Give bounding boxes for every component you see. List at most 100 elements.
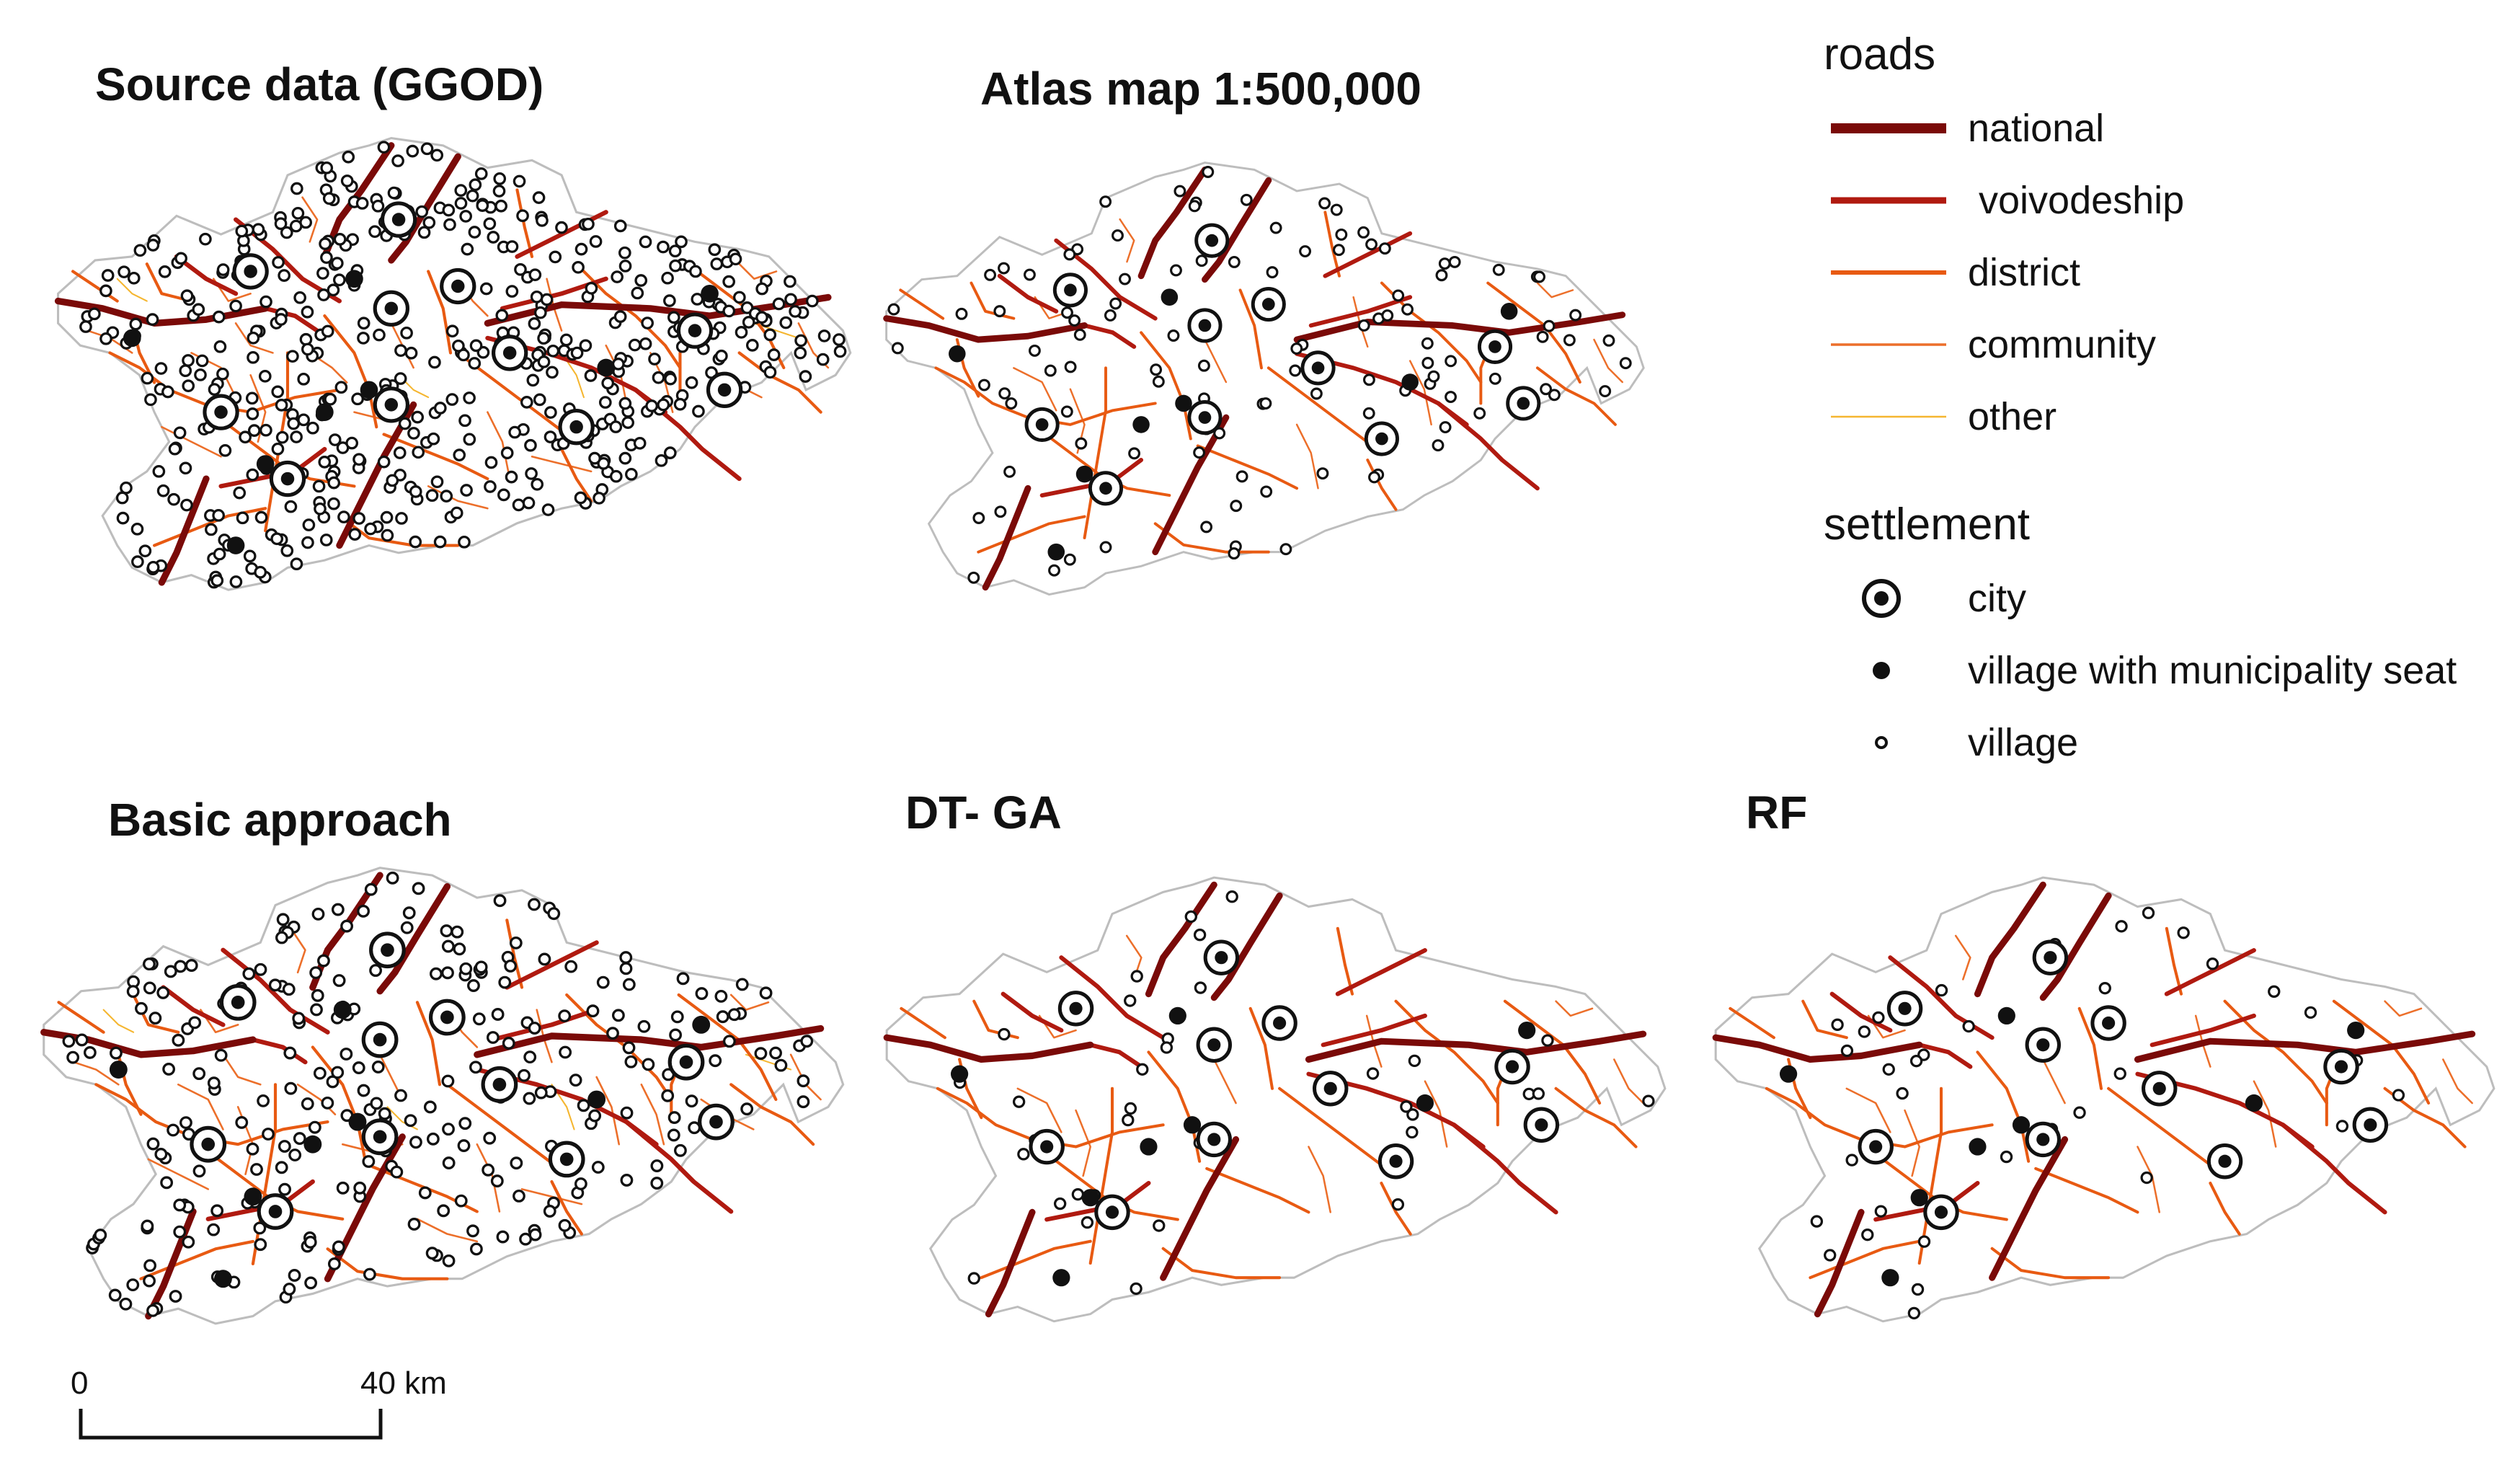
village-marker	[143, 1274, 156, 1288]
city-marker-core	[679, 1055, 693, 1069]
village-marker	[340, 1048, 353, 1061]
village-marker	[461, 242, 474, 256]
village-marker	[441, 966, 454, 980]
community-road	[1845, 1087, 1891, 1133]
village-marker	[331, 1066, 345, 1079]
village-marker	[1119, 273, 1131, 286]
village-marker	[468, 357, 482, 370]
district-road	[550, 1179, 583, 1236]
community-road	[487, 411, 511, 480]
community-road	[1016, 1087, 1062, 1133]
village-marker	[1421, 357, 1434, 369]
voivodeship-road	[2281, 1123, 2387, 1215]
village-marker	[214, 1048, 228, 1062]
village-marker	[288, 1148, 302, 1161]
seat-marker	[303, 1135, 322, 1154]
village-marker	[430, 475, 444, 489]
national-road	[2039, 892, 2112, 1001]
city-marker-core	[1215, 951, 1228, 965]
village-marker	[1427, 370, 1440, 383]
village-marker	[1122, 1113, 1135, 1127]
village-marker	[75, 1033, 89, 1047]
district-road	[560, 447, 593, 503]
seat-marker	[1881, 1269, 1899, 1287]
village-marker	[727, 1008, 741, 1022]
village-marker	[442, 1156, 456, 1170]
village-marker	[301, 1097, 314, 1110]
national-road	[1152, 414, 1230, 556]
village-marker	[1548, 389, 1561, 402]
village-marker	[729, 252, 742, 266]
village-marker	[268, 978, 282, 992]
voivodeship-road	[515, 210, 608, 259]
village-marker	[669, 1028, 682, 1042]
village-marker	[1017, 1148, 1030, 1161]
city-marker-core	[373, 1130, 387, 1144]
seat-marker	[123, 329, 141, 348]
city-marker-core	[201, 1137, 216, 1151]
village-marker	[476, 199, 489, 212]
other-road	[116, 278, 148, 302]
seat-marker	[1161, 288, 1179, 306]
village-marker	[1197, 359, 1210, 372]
village-marker	[676, 972, 690, 986]
village-marker	[299, 216, 313, 229]
open-dot-icon	[1875, 736, 1888, 749]
village-marker	[670, 1010, 684, 1024]
village-marker	[645, 399, 658, 412]
village-marker	[784, 275, 797, 288]
city-marker-core	[268, 1205, 283, 1218]
district-road	[1809, 1239, 1921, 1280]
district-road	[2165, 926, 2183, 996]
village-marker	[252, 223, 265, 236]
community-road	[222, 1053, 262, 1086]
village-marker	[208, 383, 221, 396]
village-marker	[1193, 929, 1207, 942]
voivodeship-road	[1323, 231, 1413, 278]
village-marker	[1228, 547, 1241, 560]
village-marker	[320, 251, 333, 264]
village-marker	[620, 1106, 634, 1120]
community-road	[1954, 934, 1971, 981]
village-marker	[504, 959, 518, 973]
village-marker	[474, 960, 488, 974]
village-marker	[146, 561, 160, 574]
district-road	[1153, 522, 1270, 554]
voivodeship-road	[1001, 991, 1064, 1033]
village-marker	[1917, 1235, 1931, 1248]
seat-marker	[1416, 1094, 1434, 1112]
village-marker	[404, 346, 418, 360]
village-marker	[1060, 405, 1073, 418]
seat-marker	[1500, 303, 1518, 320]
district-road	[427, 270, 453, 355]
seat-marker	[1140, 1138, 1158, 1156]
village-marker	[262, 1128, 275, 1141]
city-marker-core	[2152, 1081, 2166, 1095]
voivodeship-road	[1082, 323, 1137, 349]
village-marker	[967, 1272, 980, 1285]
city-marker-core	[373, 1032, 387, 1047]
village-marker	[574, 242, 588, 256]
village-marker	[321, 1096, 334, 1110]
village-marker	[1599, 385, 1612, 398]
village-marker	[1357, 226, 1370, 239]
village-marker	[99, 284, 112, 298]
village-marker	[585, 281, 598, 295]
village-marker	[398, 417, 412, 430]
legend-item-seat: village with municipality seat	[1824, 642, 2457, 699]
seat-marker	[587, 1090, 606, 1109]
village-marker	[192, 303, 205, 317]
village-marker	[167, 1123, 180, 1137]
village-marker	[1563, 334, 1576, 347]
community-road	[1119, 218, 1135, 263]
community-road	[520, 1188, 583, 1205]
village-marker	[634, 274, 648, 287]
legend-item-voivodeship: voivodeship	[1824, 172, 2184, 229]
village-marker	[174, 960, 187, 973]
legend-label-district: district	[1968, 251, 2081, 294]
village-marker	[1240, 193, 1253, 206]
legend-item-national: national	[1824, 99, 2104, 157]
village-marker	[586, 1004, 600, 1018]
village-marker	[284, 500, 298, 513]
village-marker	[452, 339, 465, 353]
